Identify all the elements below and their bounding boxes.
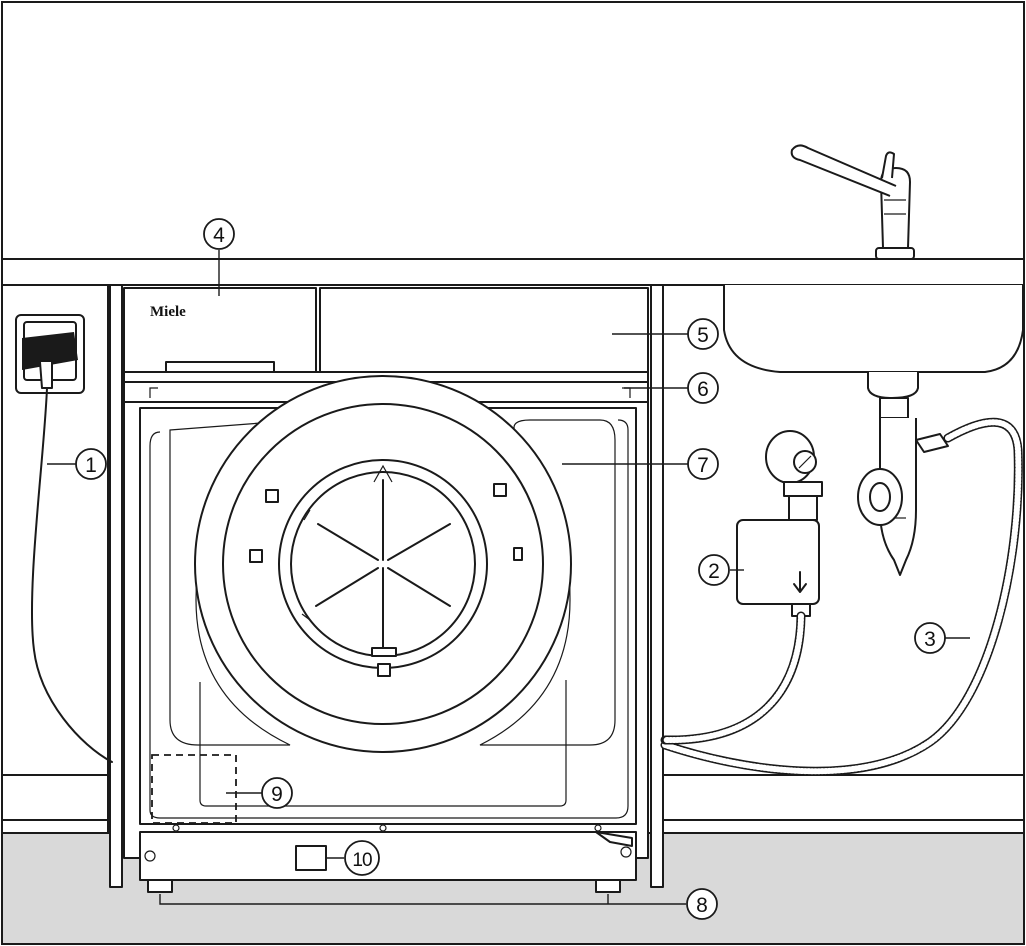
callout-2: 2 <box>698 554 730 586</box>
drum-clips <box>249 483 523 677</box>
callout-3: 3 <box>914 622 946 654</box>
control-panel: Miele <box>123 287 317 373</box>
power-cable <box>30 387 113 763</box>
drum <box>301 464 451 649</box>
svg-text:3: 3 <box>924 628 936 651</box>
service-panel <box>151 754 237 824</box>
top-cover <box>319 287 649 373</box>
callout-7: 7 <box>687 448 719 480</box>
svg-text:2: 2 <box>708 560 720 583</box>
foot-right <box>595 879 621 893</box>
callout-10: 10 <box>344 840 380 876</box>
water-inlet-valve <box>736 430 823 617</box>
washing-machine <box>123 375 649 893</box>
type-plate <box>295 845 327 871</box>
drain-hose <box>660 417 1023 776</box>
faucet <box>790 144 915 260</box>
callout-6: 6 <box>687 372 719 404</box>
svg-text:9: 9 <box>271 783 283 806</box>
callout-4: 4 <box>203 218 235 250</box>
svg-text:1: 1 <box>85 454 97 477</box>
callout-8: 8 <box>686 888 718 920</box>
callout-9: 9 <box>261 777 293 809</box>
callout-5: 5 <box>687 318 719 350</box>
plinth <box>139 831 637 881</box>
foot-left <box>147 879 173 893</box>
sink <box>723 285 1024 576</box>
svg-text:5: 5 <box>697 324 709 347</box>
svg-text:6: 6 <box>697 378 709 401</box>
svg-text:10: 10 <box>352 850 372 871</box>
right-cabinet <box>650 284 1024 888</box>
wall-socket <box>15 314 85 394</box>
svg-text:4: 4 <box>213 224 225 247</box>
svg-text:8: 8 <box>696 894 708 917</box>
svg-text:7: 7 <box>697 454 709 477</box>
left-cabinet <box>2 284 123 888</box>
inlet-hose <box>660 611 806 745</box>
leader-lines <box>47 250 970 905</box>
callout-1: 1 <box>75 448 107 480</box>
brand-logo: Miele <box>150 304 186 320</box>
